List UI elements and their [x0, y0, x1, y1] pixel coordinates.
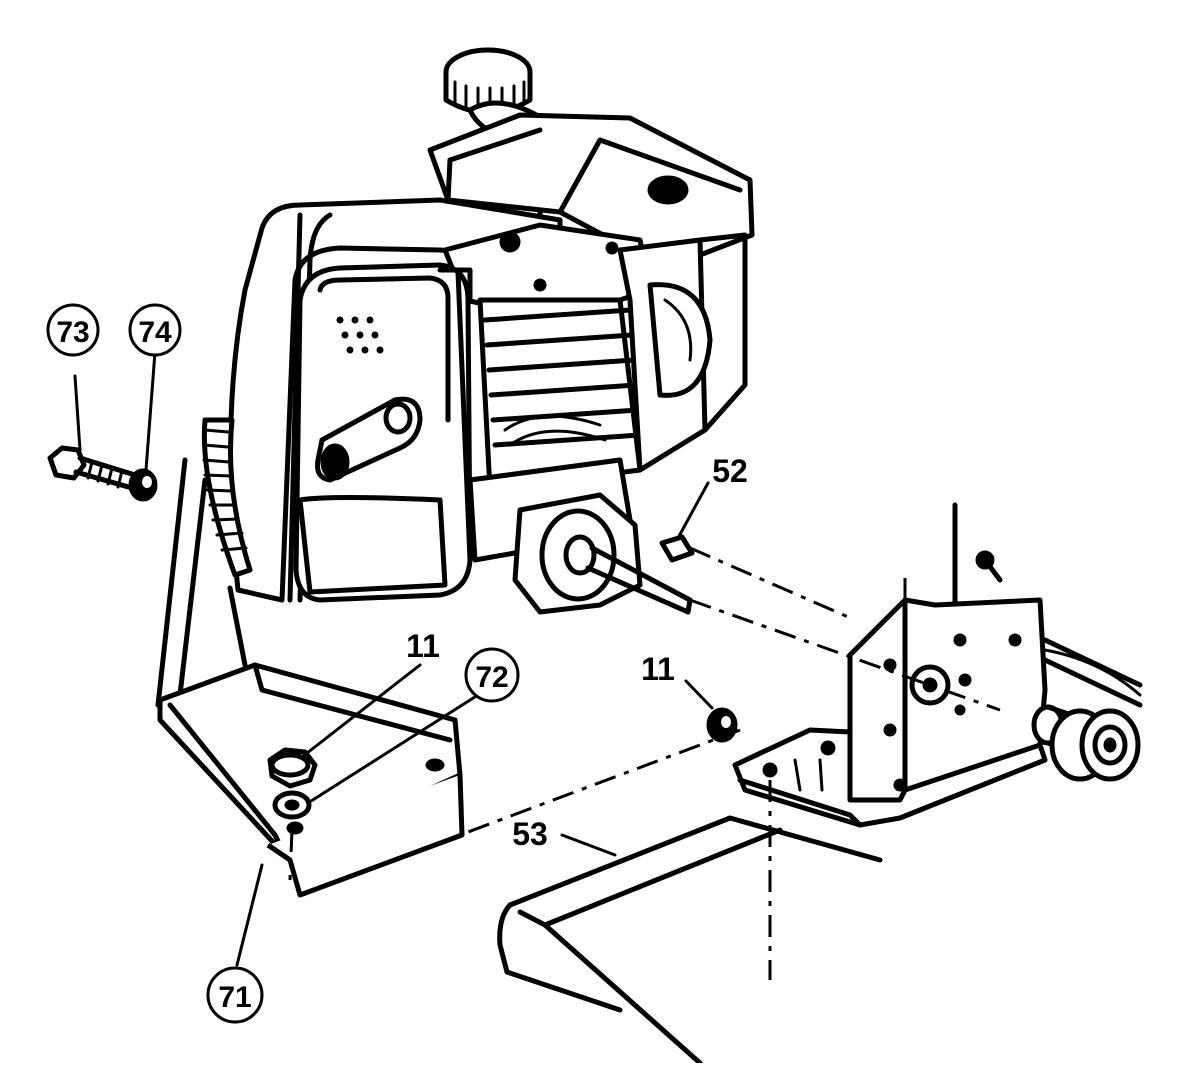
engine-assembly: [201, 47, 755, 615]
callout-71-label: 71: [218, 981, 251, 1014]
callout-72: 72: [464, 647, 520, 703]
callout-73: 73: [46, 303, 100, 357]
recoil-gear: [201, 417, 253, 578]
callout-72-label: 72: [475, 661, 508, 694]
assembly-center-lines: [288, 546, 1001, 980]
bolt-73: [47, 445, 138, 491]
callout-11-right-label: 11: [641, 651, 675, 687]
callout-74: 74: [128, 303, 182, 357]
frame-bracket-right: [732, 502, 1143, 828]
vent-dots: [336, 316, 384, 354]
starter-handle: [315, 396, 423, 483]
frame-plate-53: [497, 815, 883, 1066]
callout-leaders: [73, 350, 714, 967]
fuel-tank: [427, 112, 755, 263]
shaft-key-52: [659, 534, 695, 563]
nut-and-washer-left: [267, 747, 318, 820]
pulley-wheel: [1031, 704, 1141, 782]
washer-74: [128, 468, 158, 502]
callout-11-left-label: 11: [406, 628, 440, 664]
callout-71: 71: [206, 966, 264, 1024]
callout-52-label: 52: [712, 453, 748, 489]
clutch-housing: [512, 492, 693, 615]
callout-53-label: 53: [512, 816, 548, 852]
engine-mount-bracket: [155, 457, 465, 898]
callout-74-label: 74: [138, 316, 172, 349]
callout-73-label: 73: [56, 316, 89, 349]
